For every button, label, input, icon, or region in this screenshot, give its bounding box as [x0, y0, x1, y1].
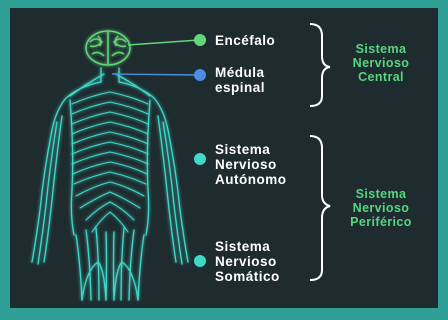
group-central: Sistema Nervioso Central [336, 42, 426, 84]
group-central-line-3: Central [336, 70, 426, 84]
group-periferico-line-2: Nervioso [336, 201, 426, 215]
label-somatico: Sistema Nervioso Somático [215, 239, 280, 284]
group-periferico-line-3: Periférico [336, 215, 426, 229]
group-periferico-line-1: Sistema [336, 187, 426, 201]
label-somatico-line-1: Sistema [215, 239, 280, 254]
central-brace [310, 24, 330, 106]
label-medula: Médula espinal [215, 65, 265, 95]
medula-dot [194, 69, 206, 81]
label-encefalo-line: Encéfalo [215, 33, 275, 48]
somatico-dot [194, 255, 206, 267]
label-medula-line-1: Médula [215, 65, 265, 80]
group-periferico: Sistema Nervioso Periférico [336, 187, 426, 229]
label-autonomo: Sistema Nervioso Autónomo [215, 142, 286, 187]
autonomo-dot [194, 153, 206, 165]
group-central-line-1: Sistema [336, 42, 426, 56]
label-autonomo-line-1: Sistema [215, 142, 286, 157]
label-somatico-line-2: Nervioso [215, 254, 280, 269]
label-autonomo-line-2: Nervioso [215, 157, 286, 172]
medula-connector [112, 74, 199, 75]
encefalo-dot [194, 34, 206, 46]
label-autonomo-line-3: Autónomo [215, 172, 286, 187]
label-medula-line-2: espinal [215, 80, 265, 95]
group-central-line-2: Nervioso [336, 56, 426, 70]
periferico-brace [310, 136, 330, 280]
brain-icon [86, 31, 130, 65]
encefalo-connector [128, 40, 199, 45]
label-somatico-line-3: Somático [215, 269, 280, 284]
label-encefalo: Encéfalo [215, 33, 275, 48]
